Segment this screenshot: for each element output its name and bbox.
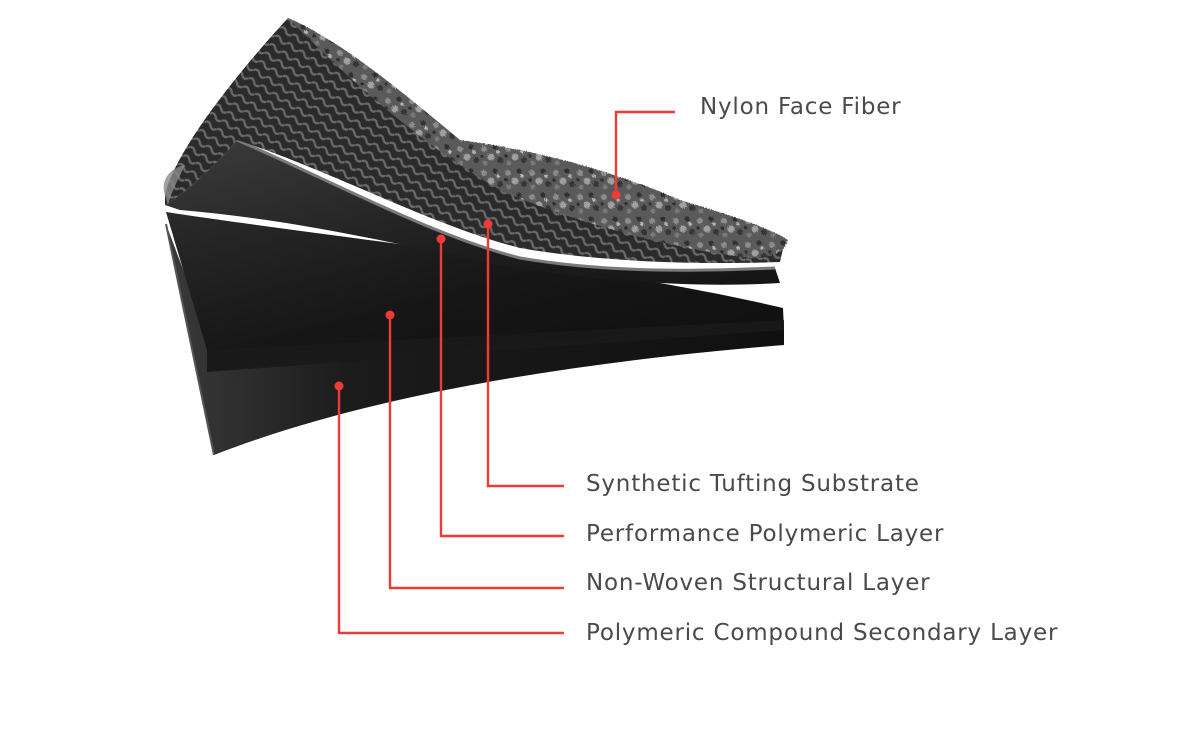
label-polymeric-compound-secondary-layer: Polymeric Compound Secondary Layer	[586, 620, 1059, 646]
callout-dot-non-woven-structural	[385, 310, 395, 320]
callout-dot-nylon-face-fiber	[611, 190, 621, 200]
callout-line-synthetic-tufting-substrate	[486, 224, 564, 488]
callout-line-performance-polymeric	[439, 239, 564, 538]
layer-nylon-face-fiber	[288, 18, 788, 258]
callout-dot-performance-polymeric	[436, 234, 446, 244]
label-synthetic-tufting-substrate: Synthetic Tufting Substrate	[586, 471, 920, 497]
layer-synthetic-tufting-substrate	[165, 18, 785, 264]
callout-line-non-woven-structural	[388, 315, 564, 590]
callout-dot-polymeric-compound-secondary	[334, 381, 344, 391]
callout-line-nylon-face-fiber	[614, 110, 675, 195]
callout-dots	[334, 190, 621, 391]
label-non-woven-structural-layer: Non-Woven Structural Layer	[586, 570, 931, 596]
callout-line-polymeric-compound-secondary	[337, 386, 564, 635]
label-performance-polymeric-layer: Performance Polymeric Layer	[586, 521, 945, 547]
callout-dot-synthetic-tufting-substrate	[483, 219, 493, 229]
label-nylon-face-fiber: Nylon Face Fiber	[700, 94, 902, 120]
callout-lines	[337, 110, 675, 635]
